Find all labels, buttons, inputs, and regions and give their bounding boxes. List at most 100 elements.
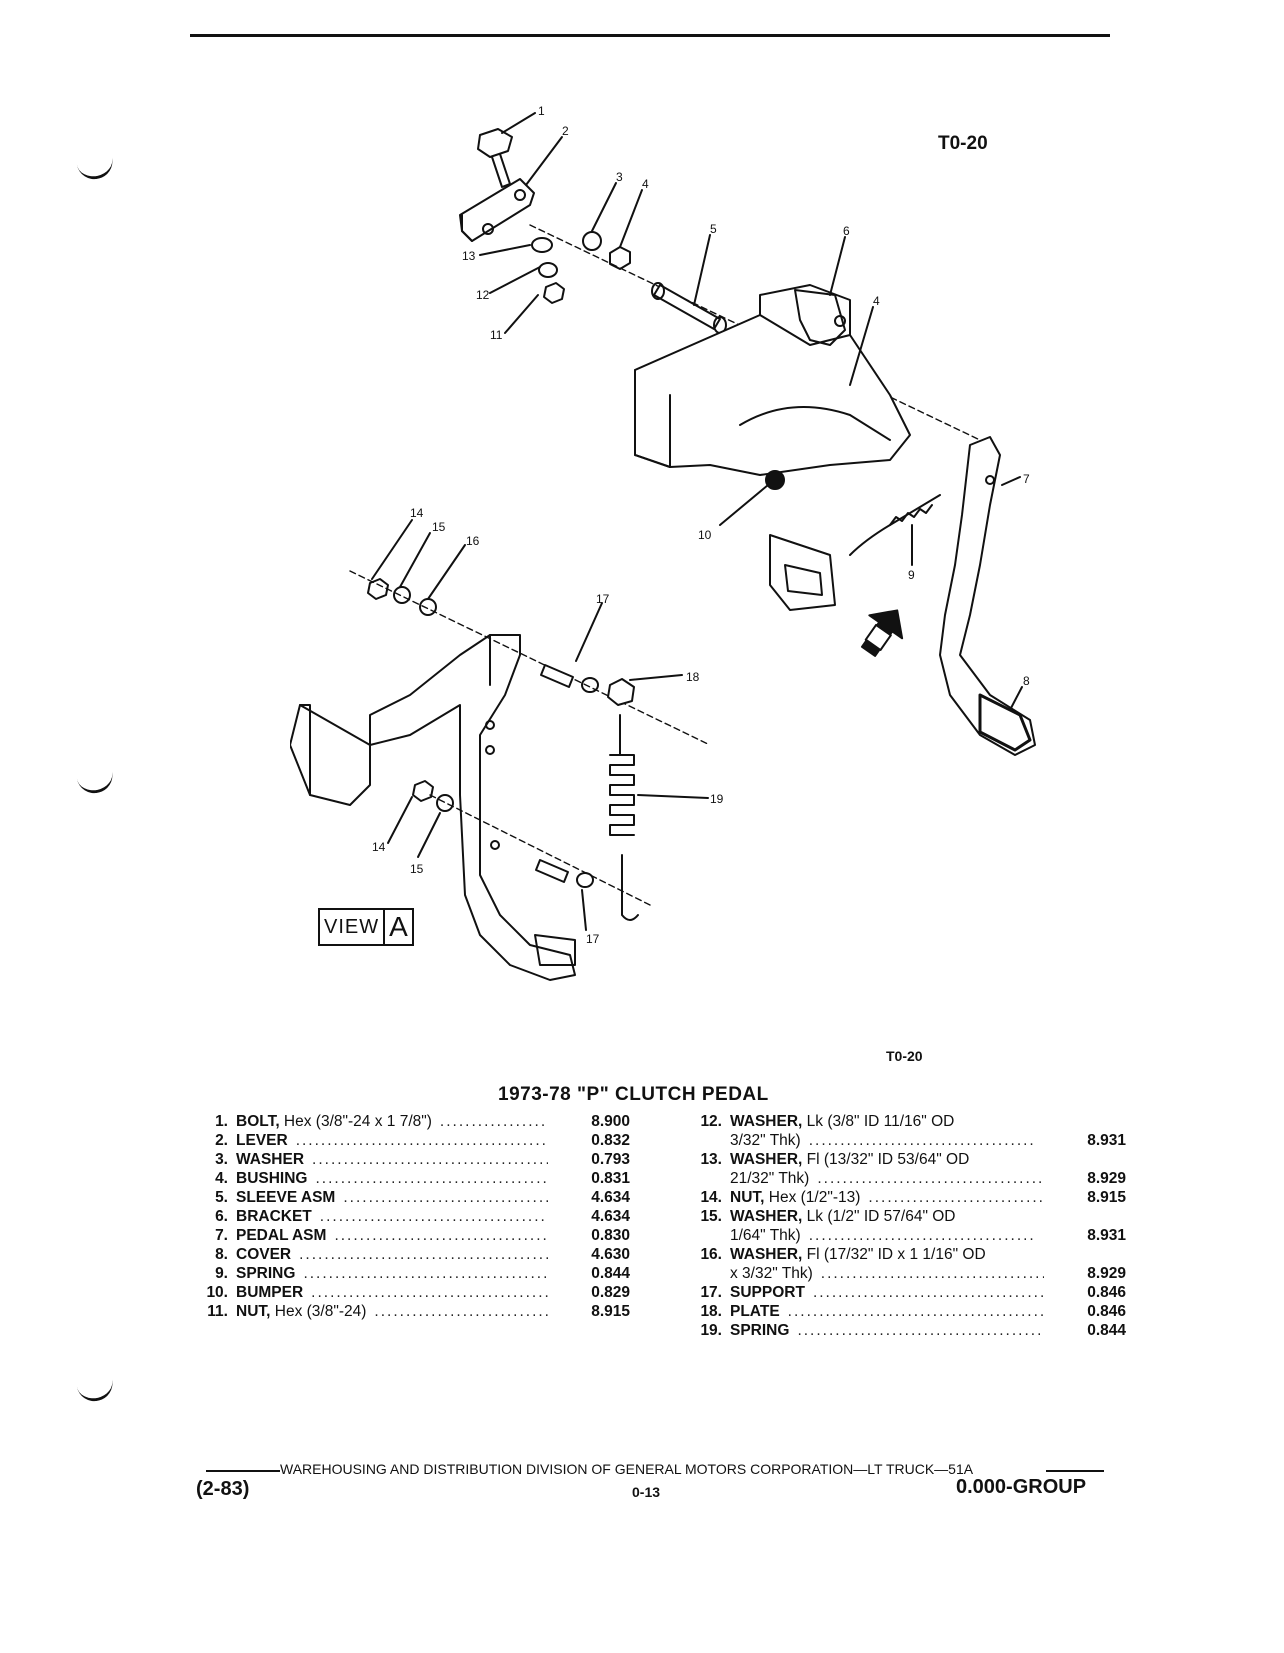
part-code: 0.832 [591, 1132, 630, 1149]
part-description-cont: x 3/32" Thk) [730, 1265, 813, 1282]
leader-dots: ........................................… [299, 1246, 548, 1263]
figure-label-bottom: T0-20 [886, 1048, 923, 1064]
lever-part [459, 178, 535, 242]
parts-list-left: 1.BOLT, Hex (3/8"-24 x 1 7/8")..........… [188, 1112, 638, 1321]
part-number: 16. [700, 1246, 722, 1263]
callout: 9 [908, 568, 915, 582]
part-row-continued: 3/32" Thk)..............................… [682, 1131, 1130, 1150]
part-row: 8.COVER.................................… [188, 1245, 638, 1264]
part-number: 3. [215, 1151, 228, 1168]
part-row: 17. SUPPORT..............................… [682, 1283, 1130, 1302]
part-name-text: WASHER, [730, 1113, 803, 1130]
top-rule [190, 34, 1110, 37]
spring-9-part [849, 494, 941, 556]
footer-date: (2-83) [196, 1478, 250, 1500]
part-row: 6.BRACKET...............................… [188, 1207, 638, 1226]
sleeve-part [651, 282, 727, 334]
part-code: 4.634 [591, 1189, 630, 1206]
clutch-pedal-exploded-view: 1 2 3 4 5 6 4 7 8 9 10 11 12 13 14 15 16… [290, 104, 1036, 981]
washer-13 [531, 237, 553, 253]
part-name: SLEEVE ASM [236, 1188, 335, 1207]
footer-rule-right [1046, 1470, 1104, 1472]
bushing-4 [609, 246, 631, 270]
part-code: 8.900 [591, 1113, 630, 1130]
page-title: 1973-78 "P" CLUTCH PEDAL [498, 1084, 769, 1105]
callout: 15 [432, 520, 446, 534]
part-row: 2.LEVER.................................… [188, 1131, 638, 1150]
part-name: NUT, Hex (1/2"-13) [730, 1188, 860, 1207]
part-row: 9. SPRING................................… [188, 1264, 638, 1283]
part-number: 9. [215, 1265, 228, 1282]
binding-mark [76, 154, 116, 183]
callout: 6 [843, 224, 850, 238]
footer-division: WAREHOUSING AND DISTRIBUTION DIVISION OF… [280, 1461, 974, 1477]
part-code: 0.846 [1087, 1284, 1126, 1301]
part-row-continued: x 3/32" Thk)............................… [682, 1264, 1130, 1283]
part-description-cont: 1/64" Thk) [730, 1227, 801, 1244]
part-code: 4.634 [591, 1208, 630, 1225]
part-row: 12.WASHER, Lk (3/8" ID 11/16" OD [682, 1112, 1130, 1131]
part-code: 0.844 [1087, 1322, 1126, 1339]
leader-dots: ........................................… [868, 1189, 1044, 1206]
leader-dots: ........................................… [303, 1265, 548, 1282]
leader-dots: ........................................… [797, 1322, 1044, 1339]
binding-mark [76, 768, 116, 797]
part-name: SPRING [730, 1321, 789, 1340]
leader-dots: ........................................… [343, 1189, 548, 1206]
part-name-text: BUMPER [236, 1284, 304, 1301]
part-row: 19.SPRING...............................… [682, 1321, 1130, 1340]
part-row: 3. WASHER................................… [188, 1150, 638, 1169]
view-a-label: VIEW A [318, 908, 414, 946]
pedal-assembly-part [939, 436, 1036, 756]
part-name: SUPPORT [730, 1283, 805, 1302]
callout: 12 [476, 288, 490, 302]
part-number: 10. [206, 1284, 228, 1301]
leader-dots: ........................................… [312, 1151, 548, 1168]
part-description: Fl (17/32" ID x 1 1/16" OD [802, 1246, 986, 1263]
part-name: PLATE [730, 1302, 780, 1321]
view-a-arrow [860, 609, 904, 657]
part-name-text: SLEEVE ASM [236, 1189, 336, 1206]
callout: 17 [596, 592, 610, 606]
leader-dots: ........................................… [319, 1208, 548, 1225]
part-number: 18. [700, 1303, 722, 1320]
part-number: 17. [700, 1284, 722, 1301]
part-row: 13.WASHER, Fl (13/32" ID 53/64" OD [682, 1150, 1130, 1169]
part-row: 7.PEDAL ASM.............................… [188, 1226, 638, 1245]
part-number: 5. [215, 1189, 228, 1206]
part-number: 4. [215, 1170, 228, 1187]
callout: 4 [642, 177, 649, 191]
part-name: PEDAL ASM [236, 1226, 326, 1245]
part-name: SPRING [236, 1264, 295, 1283]
washer-12 [538, 262, 558, 278]
part-name-text: BOLT, [236, 1113, 280, 1130]
leader-dots: ........................................… [787, 1303, 1044, 1320]
footer-group: 0.000-GROUP [956, 1476, 1087, 1498]
part-row: 18. PLATE................................… [682, 1302, 1130, 1321]
footer-rule-left [206, 1470, 280, 1472]
part-description: Lk (3/8" ID 11/16" OD [802, 1113, 955, 1130]
part-name: BOLT, Hex (3/8"-24 x 1 7/8") [236, 1112, 432, 1131]
part-row-continued: 1/64" Thk)..............................… [682, 1226, 1130, 1245]
callout: 19 [710, 792, 724, 806]
callout: 1 [538, 104, 545, 118]
part-row: 10.BUMPER...............................… [188, 1283, 638, 1302]
callout: 8 [1023, 674, 1030, 688]
leader-dots: ........................................… [295, 1132, 548, 1149]
part-description-cont: 3/32" Thk) [730, 1132, 801, 1149]
part-name-text: COVER [236, 1246, 292, 1263]
part-code: 0.830 [591, 1227, 630, 1244]
part-name-text: WASHER [236, 1151, 305, 1168]
part-code: 8.931 [1087, 1132, 1126, 1149]
part-name-text: BRACKET [236, 1208, 312, 1225]
callout: 7 [1023, 472, 1030, 486]
leader-dots: ........................................… [812, 1284, 1044, 1301]
part-code: 8.915 [1087, 1189, 1126, 1206]
part-name-text: SPRING [236, 1265, 296, 1282]
bolt-part [477, 128, 513, 188]
part-code: 0.829 [591, 1284, 630, 1301]
callout: 14 [372, 840, 386, 854]
bracket-part [634, 284, 911, 476]
leader-dots: .................................... [817, 1170, 1044, 1187]
part-name: WASHER, Fl (17/32" ID x 1 1/16" OD [730, 1245, 986, 1264]
